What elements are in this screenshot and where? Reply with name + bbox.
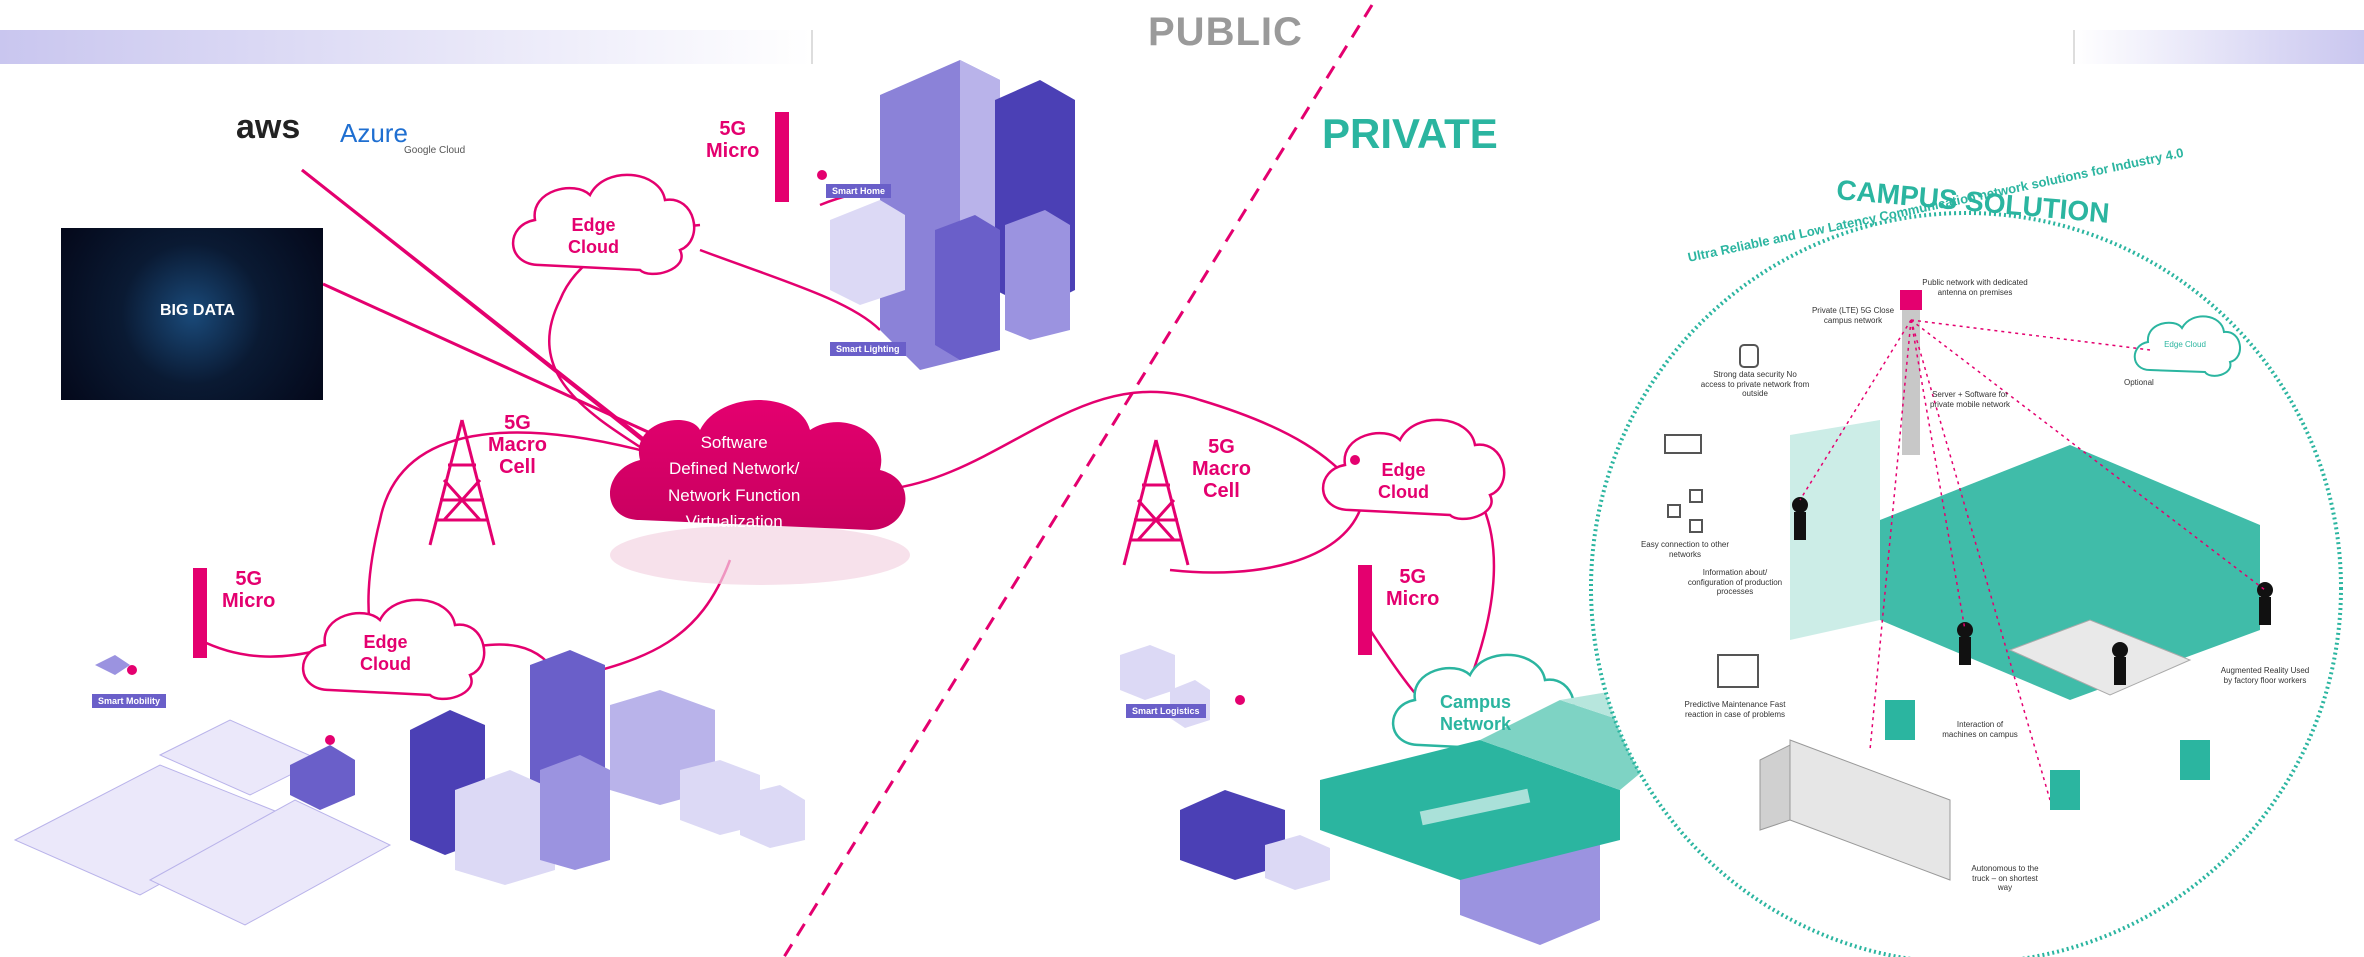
note-private-5g: Private (LTE) 5G Close campus network (1811, 306, 1895, 325)
ground-plates (13, 655, 392, 926)
macro-tower-private (1122, 439, 1190, 566)
provider-link (301, 168, 661, 454)
aws-logo: aws (236, 108, 301, 146)
smart-logistics-tag: Smart Logistics (1126, 704, 1206, 718)
big-data-label: BIG DATA (160, 302, 235, 319)
sdn-cloud-label: Software Defined Network/ Network Functi… (668, 433, 801, 532)
micro-antenna-top (775, 112, 789, 202)
note-optional: Optional (2124, 378, 2154, 387)
smart-mobility-tag: Smart Mobility (92, 694, 167, 708)
sdn-cloud (610, 400, 910, 585)
network-link (367, 431, 641, 661)
note-easy-connection: Easy connection to other networks (1640, 540, 1730, 559)
edge-cloud-top (511, 173, 696, 276)
note-public-network: Public network with dedicated antenna on… (1922, 278, 2028, 297)
top-right-bar (2074, 30, 2364, 64)
note-server: Server + Software for private mobile net… (1929, 390, 2011, 409)
note-information: Information about/ configuration of prod… (1687, 568, 1783, 597)
network-link (199, 638, 321, 658)
smart-home-tag: Smart Home (826, 184, 892, 198)
big-data-image (61, 228, 323, 400)
micro-antenna-left (193, 568, 207, 658)
network-link (1169, 509, 1362, 574)
campus-circle (1589, 211, 2343, 957)
note-predictive: Predictive Maintenance Fast reaction in … (1684, 700, 1786, 719)
city-bottom (410, 650, 805, 885)
network-link (699, 248, 881, 331)
macro-tower-left (428, 419, 496, 546)
signal-marks (127, 170, 1360, 745)
note-augmented: Augmented Reality Used by factory floor … (2220, 666, 2310, 685)
micro-antenna-private (1358, 565, 1372, 655)
note-interaction: Interaction of machines on campus (1942, 720, 2018, 739)
city-top (830, 60, 1075, 370)
network-link (879, 390, 1351, 492)
azure-logo: Azure (340, 118, 408, 148)
top-left-bar (0, 30, 812, 64)
edge-cloud-private (1321, 418, 1506, 521)
note-autonomous: Autonomous to the truck – on shortest wa… (1971, 864, 2039, 893)
public-label: PUBLIC (1148, 10, 1303, 54)
private-label: PRIVATE (1322, 110, 1498, 157)
bigdata-link (322, 282, 671, 444)
network-link (1468, 499, 1496, 681)
edge-cloud-left (301, 598, 486, 701)
note-edge-cloud: Edge Cloud (2164, 340, 2206, 349)
public-private-divider (782, 4, 1374, 957)
smart-lighting-tag: Smart Lighting (830, 342, 906, 356)
google-cloud-logo: Google Cloud (404, 145, 466, 156)
note-security: Strong data security No access to privat… (1700, 370, 1810, 399)
